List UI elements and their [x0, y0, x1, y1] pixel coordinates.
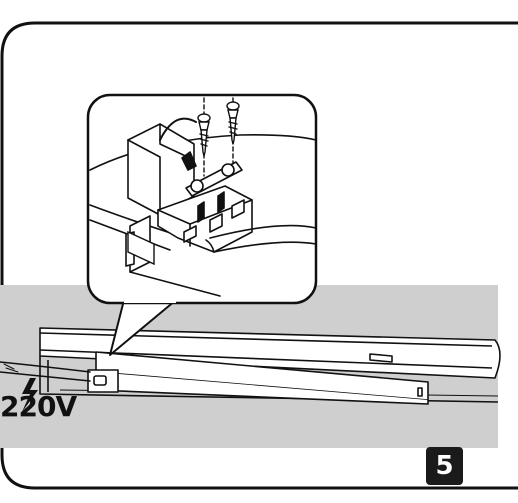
voltage-label: 220V [0, 390, 77, 423]
driver-module [87, 351, 429, 405]
callout-detail [89, 117, 317, 297]
supply-cable [0, 361, 91, 382]
callout-pointer [109, 299, 177, 356]
mount-tab [127, 230, 155, 266]
step-number-badge: 5 [426, 447, 463, 485]
lightning-bolt-icon [22, 378, 38, 412]
screw-icon [197, 97, 240, 177]
figure-frame [0, 21, 518, 490]
